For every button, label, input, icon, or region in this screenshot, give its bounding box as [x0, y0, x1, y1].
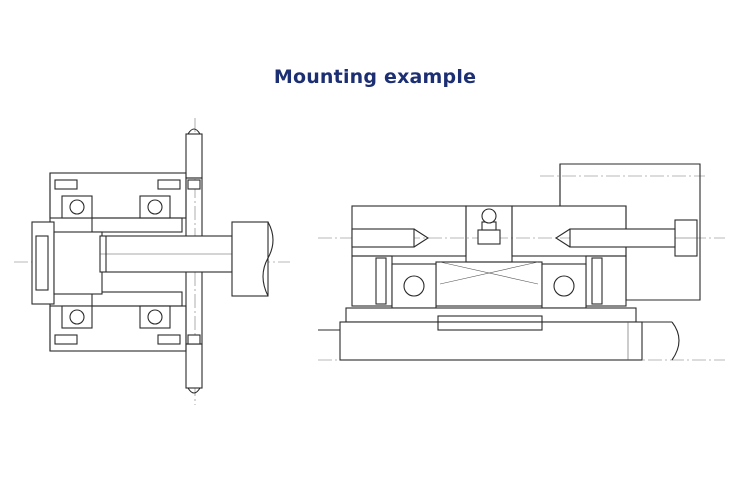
lower-shaft — [318, 307, 680, 361]
page-title: Mounting example — [273, 66, 477, 88]
inner-hub — [91, 217, 183, 307]
shaft — [99, 221, 274, 297]
right-assembly — [318, 163, 725, 361]
right-bearings — [375, 257, 603, 309]
bearings — [61, 195, 171, 329]
grease-nipple — [477, 208, 501, 245]
shaft-cap — [31, 221, 103, 305]
bolts — [351, 228, 676, 248]
housing-screws — [54, 179, 201, 345]
left-assembly — [14, 118, 290, 405]
